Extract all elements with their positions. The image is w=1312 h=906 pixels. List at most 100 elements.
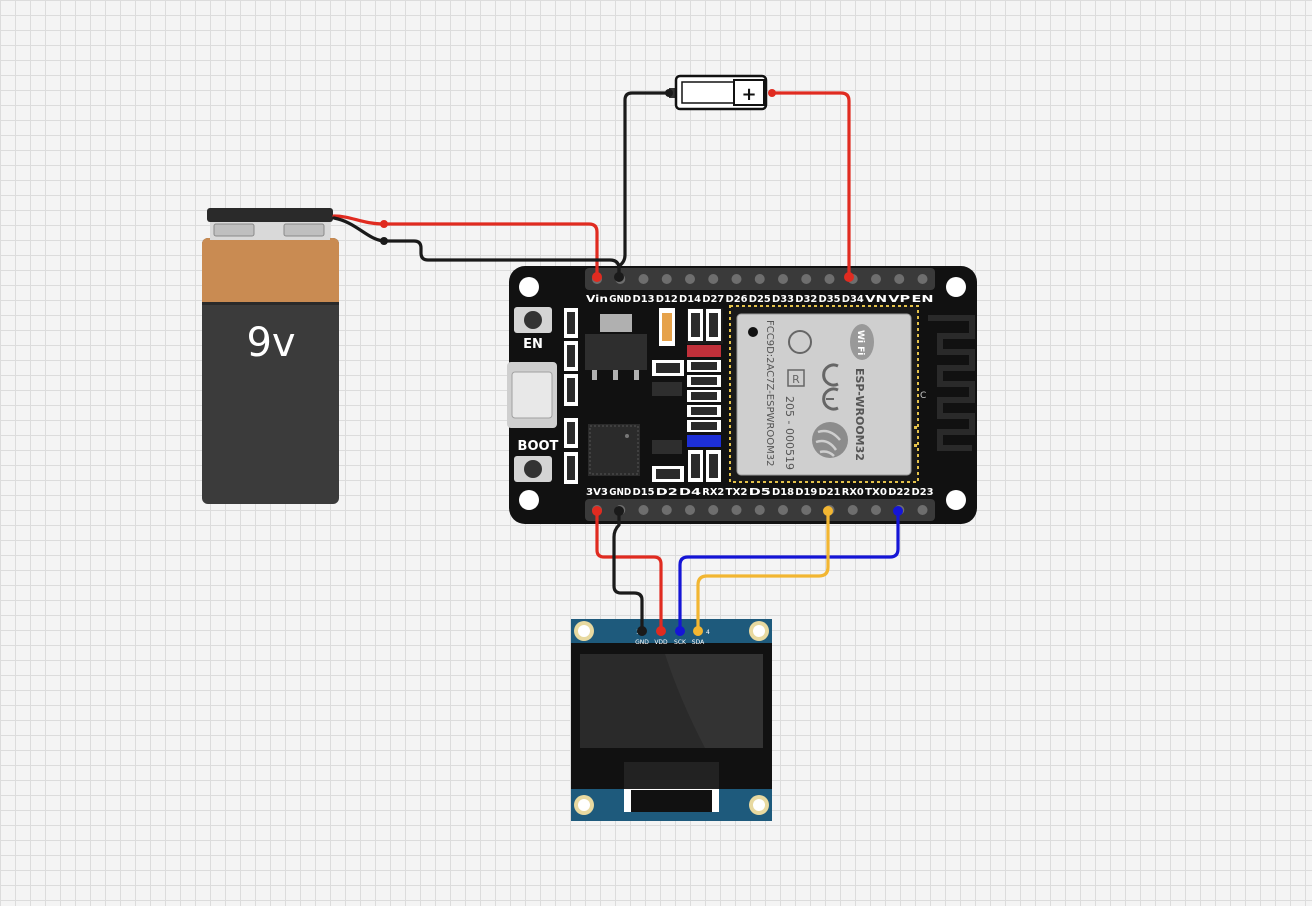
wire-endpoint[interactable] <box>656 626 666 636</box>
battery-top-band <box>202 238 339 304</box>
bottom-pin-label-tx2: TX2 <box>726 487 748 498</box>
led-resistor-column <box>687 308 723 482</box>
boot-button[interactable] <box>514 456 552 482</box>
bottom-pin-label-d4: D4 <box>679 487 701 498</box>
svg-text:R: R <box>792 373 800 386</box>
wire-endpoint[interactable] <box>380 237 388 245</box>
wire-d21-sda[interactable] <box>696 509 830 633</box>
switch-knob[interactable] <box>733 79 765 106</box>
bottom-pin-label-d2: D2 <box>656 487 678 498</box>
wire-battery-negative-gnd[interactable] <box>332 216 621 279</box>
wire-endpoint[interactable] <box>844 272 854 282</box>
svg-text:Wi Fi: Wi Fi <box>855 330 865 355</box>
en-button[interactable] <box>514 307 552 333</box>
oled-pin-label-vdd: VDD <box>654 639 668 646</box>
r-mark-icon <box>787 369 805 387</box>
bottom-pin-hole[interactable] <box>778 505 788 515</box>
bottom-pin-label-gnd: GND <box>609 487 631 498</box>
esp-wroom32-module: FCC9D:2AC7Z-ESPWROOM32 205 - 000519 ESP-… <box>729 305 919 483</box>
bottom-pin-label-d23: D23 <box>912 487 934 498</box>
bottom-pin-label-d5: D5 <box>749 487 771 498</box>
switch-plus-label: + <box>741 84 756 105</box>
wire-endpoint[interactable] <box>665 89 673 97</box>
wire-d22-sck[interactable] <box>678 509 900 633</box>
bottom-pin-label-rx0: RX0 <box>842 487 864 498</box>
top-pin-label-d12: D12 <box>656 294 678 305</box>
top-pin-hole[interactable] <box>754 274 765 284</box>
oled-pin-label-sda: SDA <box>692 639 705 646</box>
top-pin-hole[interactable] <box>731 274 742 284</box>
voltage-regulator <box>585 314 647 380</box>
top-pin-hole[interactable] <box>801 274 812 284</box>
top-pin-hole[interactable] <box>824 274 835 284</box>
wire-switch-gnd[interactable] <box>617 91 671 279</box>
module-model-text: ESP-WROOM32 <box>853 368 866 461</box>
wire-switch-d34[interactable] <box>770 91 851 279</box>
top-pin-hole[interactable] <box>661 274 672 284</box>
wire-endpoint[interactable] <box>768 89 776 97</box>
top-pin-label-d27: D27 <box>702 294 724 305</box>
top-pin-hole[interactable] <box>871 274 881 284</box>
top-pin-hole[interactable] <box>917 274 928 284</box>
wire-endpoint[interactable] <box>614 272 624 282</box>
smd-resistors-left <box>564 308 578 484</box>
wire-endpoint[interactable] <box>637 626 647 636</box>
bottom-pin-hole[interactable] <box>871 505 881 515</box>
wire-endpoint[interactable] <box>893 506 903 516</box>
top-pin-label-gnd: GND <box>609 294 631 305</box>
bottom-pin-hole[interactable] <box>731 505 742 515</box>
transistor <box>652 440 682 454</box>
wire-battery-positive-vin[interactable] <box>332 214 599 279</box>
top-pin-hole[interactable] <box>638 274 649 284</box>
wire-endpoint[interactable] <box>380 220 388 228</box>
top-pin-label-d13: D13 <box>633 294 655 305</box>
en-button-label: EN <box>523 337 543 352</box>
wire-endpoint[interactable] <box>823 506 833 516</box>
tantalum-capacitor <box>659 308 675 346</box>
wires <box>332 91 900 633</box>
battery-terminal-positive <box>283 223 325 237</box>
wire-gnd-gnd[interactable] <box>612 509 644 633</box>
bottom-pin-hole[interactable] <box>754 505 765 515</box>
oled-pin-label-sck: SCK <box>674 639 687 646</box>
bottom-pin-label-tx0: TX0 <box>865 487 887 498</box>
wire-3v3-vdd[interactable] <box>595 509 663 633</box>
boot-button-label: BOOT <box>518 439 559 454</box>
usb-port <box>507 362 557 428</box>
mount-hole <box>519 277 539 297</box>
bottom-pin-hole[interactable] <box>847 505 858 515</box>
wire-endpoint[interactable] <box>592 506 602 516</box>
wire-endpoint[interactable] <box>675 626 685 636</box>
top-pin-label-vin: Vin <box>586 294 608 305</box>
top-pin-hole[interactable] <box>685 274 695 284</box>
battery-label: 9v <box>246 320 295 366</box>
bottom-pin-hole[interactable] <box>685 505 695 515</box>
top-pin-label-d35: D35 <box>819 294 841 305</box>
top-pin-hole[interactable] <box>894 274 905 284</box>
mount-hole <box>946 277 966 297</box>
battery-9v[interactable]: 9v <box>202 208 339 504</box>
bottom-pin-hole[interactable] <box>917 505 928 515</box>
top-pin-label-vn: VN <box>865 294 887 305</box>
top-pin-hole[interactable] <box>778 274 788 284</box>
transistor <box>652 382 682 396</box>
top-pin-label-en: EN <box>912 294 934 305</box>
wire-endpoint[interactable] <box>614 506 624 516</box>
mount-hole <box>946 490 966 510</box>
top-pin-label-d33: D33 <box>772 294 794 305</box>
slide-switch[interactable]: + <box>669 74 768 111</box>
wire-endpoint[interactable] <box>592 272 602 282</box>
top-pin-label-d14: D14 <box>679 294 701 305</box>
bottom-pin-hole[interactable] <box>708 505 719 515</box>
bottom-pin-hole[interactable] <box>638 505 649 515</box>
bottom-pin-label-rx2: RX2 <box>702 487 724 498</box>
bottom-pin-hole[interactable] <box>661 505 672 515</box>
module-code-text: 205 - 000519 <box>783 396 796 470</box>
bottom-pin-hole[interactable] <box>801 505 812 515</box>
module-fcc-text: FCC9D:2AC7Z-ESPWROOM32 <box>764 320 775 466</box>
top-pin-hole[interactable] <box>708 274 719 284</box>
wire-endpoint[interactable] <box>693 626 703 636</box>
